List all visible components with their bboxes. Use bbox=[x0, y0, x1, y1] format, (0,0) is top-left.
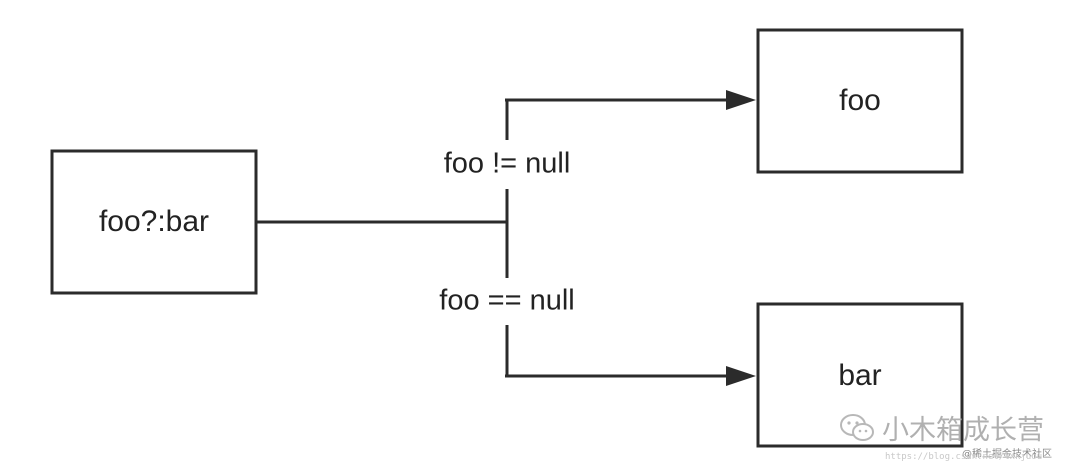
target-node-top: foo bbox=[756, 28, 964, 174]
edge-bottom-arrowhead bbox=[726, 366, 756, 386]
wechat-icon bbox=[840, 413, 874, 441]
source-node-label: foo?:bar bbox=[99, 205, 209, 238]
source-node: foo?:bar bbox=[50, 149, 258, 295]
watermark-account: 小木箱成长营 bbox=[882, 415, 1044, 446]
target-node-top-label: foo bbox=[839, 84, 881, 117]
target-node-bottom-box bbox=[756, 302, 964, 448]
edge-bottom-label: foo == null bbox=[439, 285, 574, 317]
edge-top-label: foo != null bbox=[444, 148, 571, 180]
target-node-top-box bbox=[756, 28, 964, 174]
edge-top-arrowhead bbox=[726, 90, 756, 110]
target-node-bottom-label: bar bbox=[838, 359, 881, 392]
connector-lines bbox=[256, 90, 756, 386]
watermark: 小木箱成长营 bbox=[838, 408, 1044, 447]
target-node-bottom: bar bbox=[756, 302, 964, 448]
source-node-box bbox=[50, 149, 258, 295]
watermark-credit: @稀土掘金技术社区 bbox=[962, 449, 1052, 460]
watermark-url: https://blog.csdn.net/lxkjuou bbox=[885, 452, 1043, 462]
